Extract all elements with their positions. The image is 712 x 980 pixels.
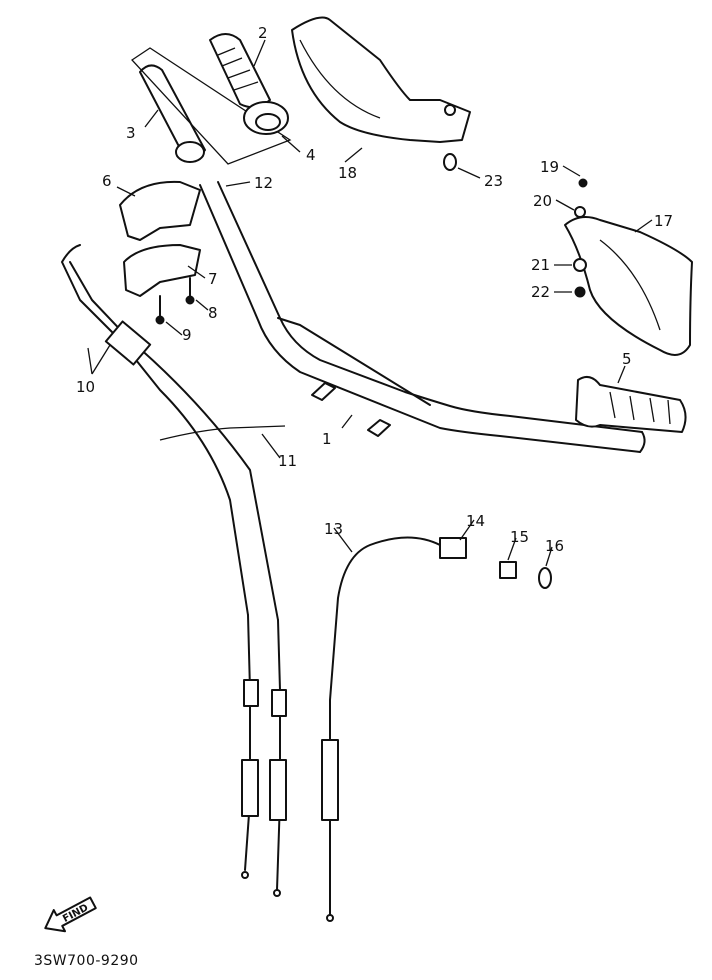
right-handguard <box>564 178 693 356</box>
handlebar <box>199 181 646 453</box>
left-handguard <box>291 16 471 171</box>
callout-7: 7 <box>208 270 218 288</box>
callout-22: 22 <box>531 283 550 301</box>
callout-19: 19 <box>540 158 559 176</box>
callout-1: 1 <box>322 430 332 448</box>
throttle-tube <box>131 47 292 165</box>
find-arrow-icon: FIND <box>44 896 97 933</box>
callout-16: 16 <box>545 537 564 555</box>
callout-4: 4 <box>306 146 316 164</box>
callout-17: 17 <box>654 212 673 230</box>
leader-lines <box>87 39 653 567</box>
callout-2: 2 <box>258 24 268 42</box>
callout-23: 23 <box>484 172 503 190</box>
callout-15: 15 <box>510 528 529 546</box>
callout-10: 10 <box>76 378 95 396</box>
right-grip <box>575 375 687 433</box>
clutch-cable <box>321 536 552 922</box>
callout-14: 14 <box>466 512 485 530</box>
reference-code: 3SW700-9290 <box>34 953 139 969</box>
callout-labels: 1 2 3 4 5 6 7 8 9 10 11 12 13 14 15 16 1… <box>76 24 673 555</box>
handlebar-holders <box>119 180 201 325</box>
callout-9: 9 <box>182 326 192 344</box>
callout-6: 6 <box>102 172 112 190</box>
left-grip <box>209 33 289 135</box>
callout-3: 3 <box>126 124 136 142</box>
callout-13: 13 <box>324 520 343 538</box>
throttle-cables <box>61 244 287 897</box>
callout-11: 11 <box>278 452 297 470</box>
callout-21: 21 <box>531 256 550 274</box>
callout-20: 20 <box>533 192 552 210</box>
callout-8: 8 <box>208 304 218 322</box>
callout-5: 5 <box>622 350 632 368</box>
callout-12: 12 <box>254 174 273 192</box>
callout-18: 18 <box>338 164 357 182</box>
